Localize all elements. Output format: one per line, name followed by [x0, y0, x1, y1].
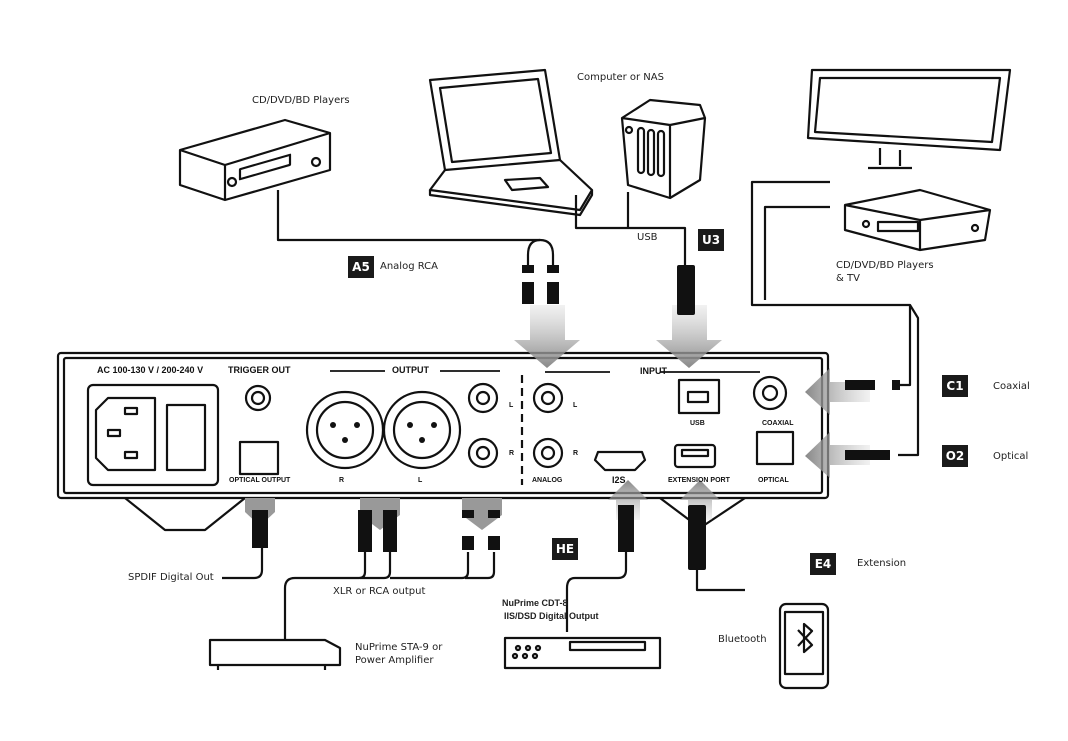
- trigger-out-label: TRIGGER OUT: [228, 365, 291, 375]
- amp-label-2: Power Amplifier: [355, 655, 434, 666]
- rca-out-r-label: R: [509, 450, 515, 457]
- optical-input-label: OPTICAL: [758, 477, 789, 484]
- usb-cable-label: USB: [637, 232, 658, 243]
- cdt8-label-2: IIS/DSD Digital Output: [504, 611, 599, 621]
- cd-players-label: CD/DVD/BD Players: [252, 95, 350, 106]
- laptop-icon: [428, 68, 594, 217]
- cd-players-tv-label-2: & TV: [836, 273, 860, 284]
- i2s-label: I2S: [612, 475, 626, 485]
- cd-players-tv-label: CD/DVD/BD Players: [836, 260, 934, 271]
- badge-o2: O2: [942, 445, 968, 467]
- xlr-r-label: R: [339, 477, 345, 484]
- legend-analog-rca: Analog RCA: [380, 261, 439, 272]
- cd-player-icon: [178, 118, 332, 202]
- cd-player-tv-icon: [843, 188, 992, 252]
- computer-nas-label: Computer or NAS: [577, 72, 664, 83]
- badge-c1: C1: [942, 375, 968, 397]
- cdt8-icon: [503, 636, 662, 670]
- amp-label-1: NuPrime STA-9 or: [355, 642, 443, 653]
- amplifier-icon: [208, 638, 342, 670]
- xlr-l-label: L: [418, 477, 423, 484]
- xlr-pins: [330, 422, 437, 443]
- bluetooth-label: Bluetooth: [718, 634, 767, 645]
- output-header: OUTPUT: [392, 365, 429, 375]
- legend-coaxial: Coaxial: [993, 381, 1030, 392]
- xlr-rca-label: XLR or RCA output: [333, 586, 426, 597]
- badge-a5: A5: [348, 256, 374, 278]
- dac-rear-panel: [56, 351, 830, 532]
- optical-output-label: OPTICAL OUTPUT: [229, 477, 291, 484]
- cdt8-label-1: NuPrime CDT-8: [502, 598, 568, 608]
- bluetooth-phone-icon: [778, 602, 830, 690]
- coaxial-label: COAXIAL: [762, 420, 794, 427]
- rca-in-l-label: L: [573, 402, 578, 409]
- analog-label: ANALOG: [532, 477, 563, 484]
- usb-port-label: USB: [690, 420, 705, 427]
- badge-e4: E4: [810, 553, 836, 575]
- connector-plugs: [252, 265, 900, 570]
- rca-in-r-label: R: [573, 450, 579, 457]
- badge-u3: U3: [698, 229, 724, 251]
- legend-extension: Extension: [857, 558, 907, 569]
- signal-arrows: [245, 305, 870, 530]
- spdif-label: SPDIF Digital Out: [128, 572, 214, 583]
- legend-optical: Optical: [993, 451, 1029, 462]
- tv-icon: [806, 68, 1012, 170]
- badge-he: HE: [552, 538, 578, 560]
- nas-icon: [620, 98, 707, 200]
- extension-port-label: EXTENSION PORT: [668, 477, 730, 484]
- rca-out-l-label: L: [509, 402, 514, 409]
- power-label: AC 100-130 V / 200-240 V: [97, 365, 204, 375]
- input-header: INPUT: [640, 366, 667, 376]
